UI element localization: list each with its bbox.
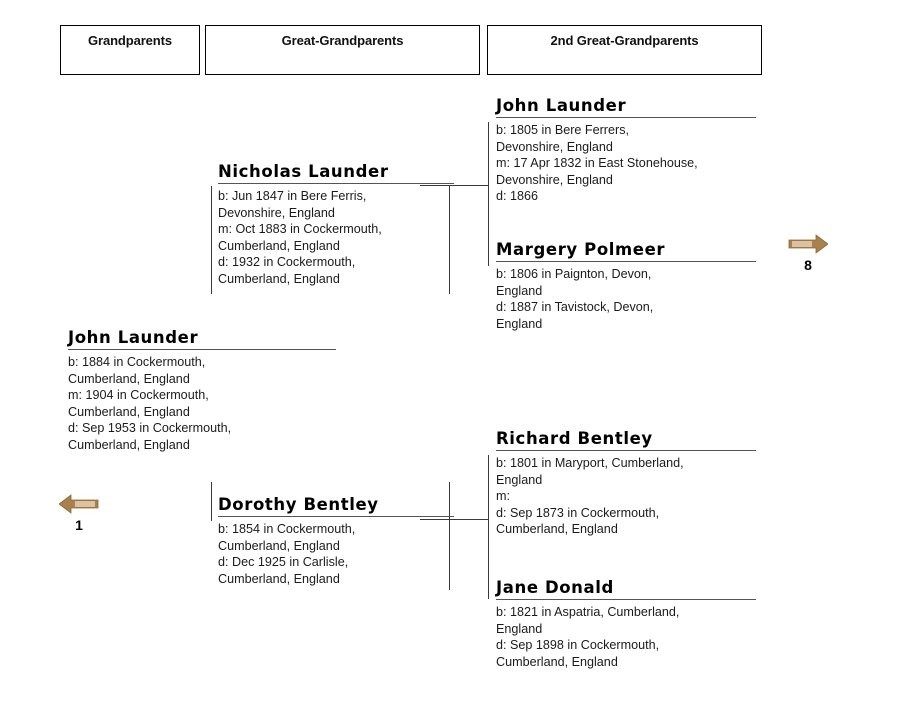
detail-line: Cumberland, England [68,404,190,419]
detail-line: England [496,621,543,636]
detail-line: Devonshire, England [496,172,613,187]
detail-line: Cumberland, England [496,654,618,669]
detail-line: Cumberland, England [218,238,340,253]
detail-line: m: 17 Apr 1832 in East Stonehouse, [496,156,698,171]
connector-vertical-nicholas-right [449,186,450,294]
column-header-label: Grandparents [87,33,173,48]
column-header-label: 2nd Great-Grandparents [550,33,699,48]
detail-line: Devonshire, England [496,139,613,154]
detail-line: Cumberland, England [496,522,618,537]
column-header-label: Great-Grandparents [281,33,404,48]
detail-line: d: 1887 in Tavistock, Devon, [496,300,654,315]
connector-horizontal-dorothy-parents [420,519,488,520]
person-nicholas-launder[interactable]: Nicholas Launder b: Jun 1847 in Bere Fer… [218,162,454,287]
detail-line: b: 1805 in Bere Ferrers, [496,123,629,138]
person-john-launder-1884[interactable]: John Launder b: 1884 in Cockermouth, Cum… [68,328,336,453]
detail-line: d: 1866 [496,189,539,204]
person-name: Richard Bentley [496,429,653,448]
person-name: Dorothy Bentley [218,495,379,514]
detail-line: Cumberland, England [218,538,340,553]
detail-line: b: Jun 1847 in Bere Ferris, [218,189,367,204]
connector-vertical-dorothy-right [449,482,450,590]
connector-vertical-nicholas [211,186,212,294]
detail-line: b: 1821 in Aspatria, Cumberland, [496,605,680,620]
person-details: b: 1805 in Bere Ferrers, Devonshire, Eng… [496,122,756,204]
detail-line: Cumberland, England [68,371,190,386]
connector-vertical-dorothy [211,482,212,521]
person-details: b: 1801 in Maryport, Cumberland, England… [496,455,756,537]
person-john-launder-1805[interactable]: John Launder b: 1805 in Bere Ferrers, De… [496,96,756,205]
person-underline [496,599,756,601]
person-name: John Launder [496,96,627,115]
detail-line: b: 1801 in Maryport, Cumberland, [496,456,684,471]
person-details: b: Jun 1847 in Bere Ferris, Devonshire, … [218,188,454,286]
detail-line: d: Dec 1925 in Carlisle, [218,555,349,570]
person-underline [496,117,756,119]
person-richard-bentley[interactable]: Richard Bentley b: 1801 in Maryport, Cum… [496,429,756,538]
detail-line: b: 1806 in Paignton, Devon, [496,267,652,282]
person-name: Margery Polmeer [496,240,666,259]
person-name: Jane Donald [496,578,614,597]
person-dorothy-bentley[interactable]: Dorothy Bentley b: 1854 in Cockermouth, … [218,495,454,587]
detail-line: England [496,283,543,298]
next-generation-nav[interactable]: 8 [785,234,831,273]
detail-line: England [496,472,543,487]
detail-line: d: Sep 1953 in Cockermouth, [68,421,232,436]
person-details: b: 1884 in Cockermouth, Cumberland, Engl… [68,354,336,452]
connector-vertical-launder-pair [488,122,489,266]
person-details: b: 1806 in Paignton, Devon, England d: 1… [496,266,756,332]
detail-line: Cumberland, England [218,271,340,286]
detail-line: b: 1884 in Cockermouth, [68,355,206,370]
detail-line: Cumberland, England [218,571,340,586]
connector-vertical-bentley-pair [488,455,489,599]
column-header-great-grandparents: Great-Grandparents [205,25,480,75]
person-underline [218,183,454,185]
column-header-2nd-great-grandparents: 2nd Great-Grandparents [487,25,762,75]
detail-line: m: [496,489,510,504]
person-jane-donald[interactable]: Jane Donald b: 1821 in Aspatria, Cumberl… [496,578,756,670]
connector-horizontal-nicholas-parents [420,185,488,186]
person-underline [496,261,756,263]
detail-line: d: 1932 in Cockermouth, [218,255,356,270]
prev-generation-number: 1 [75,517,83,533]
person-underline [68,349,336,351]
arrow-right-icon[interactable] [788,234,828,254]
detail-line: Cumberland, England [68,437,190,452]
person-underline [218,516,454,518]
person-name: John Launder [68,328,199,347]
column-header-grandparents: Grandparents [60,25,200,75]
detail-line: m: Oct 1883 in Cockermouth, [218,222,382,237]
person-margery-polmeer[interactable]: Margery Polmeer b: 1806 in Paignton, Dev… [496,240,756,332]
detail-line: d: Sep 1898 in Cockermouth, [496,638,660,653]
person-details: b: 1854 in Cockermouth, Cumberland, Engl… [218,521,454,587]
detail-line: d: Sep 1873 in Cockermouth, [496,505,660,520]
person-name: Nicholas Launder [218,162,389,181]
next-generation-number: 8 [804,257,812,273]
detail-line: b: 1854 in Cockermouth, [218,522,356,537]
prev-generation-nav[interactable]: 1 [56,494,102,533]
detail-line: England [496,316,543,331]
detail-line: m: 1904 in Cockermouth, [68,388,209,403]
arrow-left-icon[interactable] [59,494,99,514]
person-underline [496,450,756,452]
person-details: b: 1821 in Aspatria, Cumberland, England… [496,604,756,670]
detail-line: Devonshire, England [218,205,335,220]
